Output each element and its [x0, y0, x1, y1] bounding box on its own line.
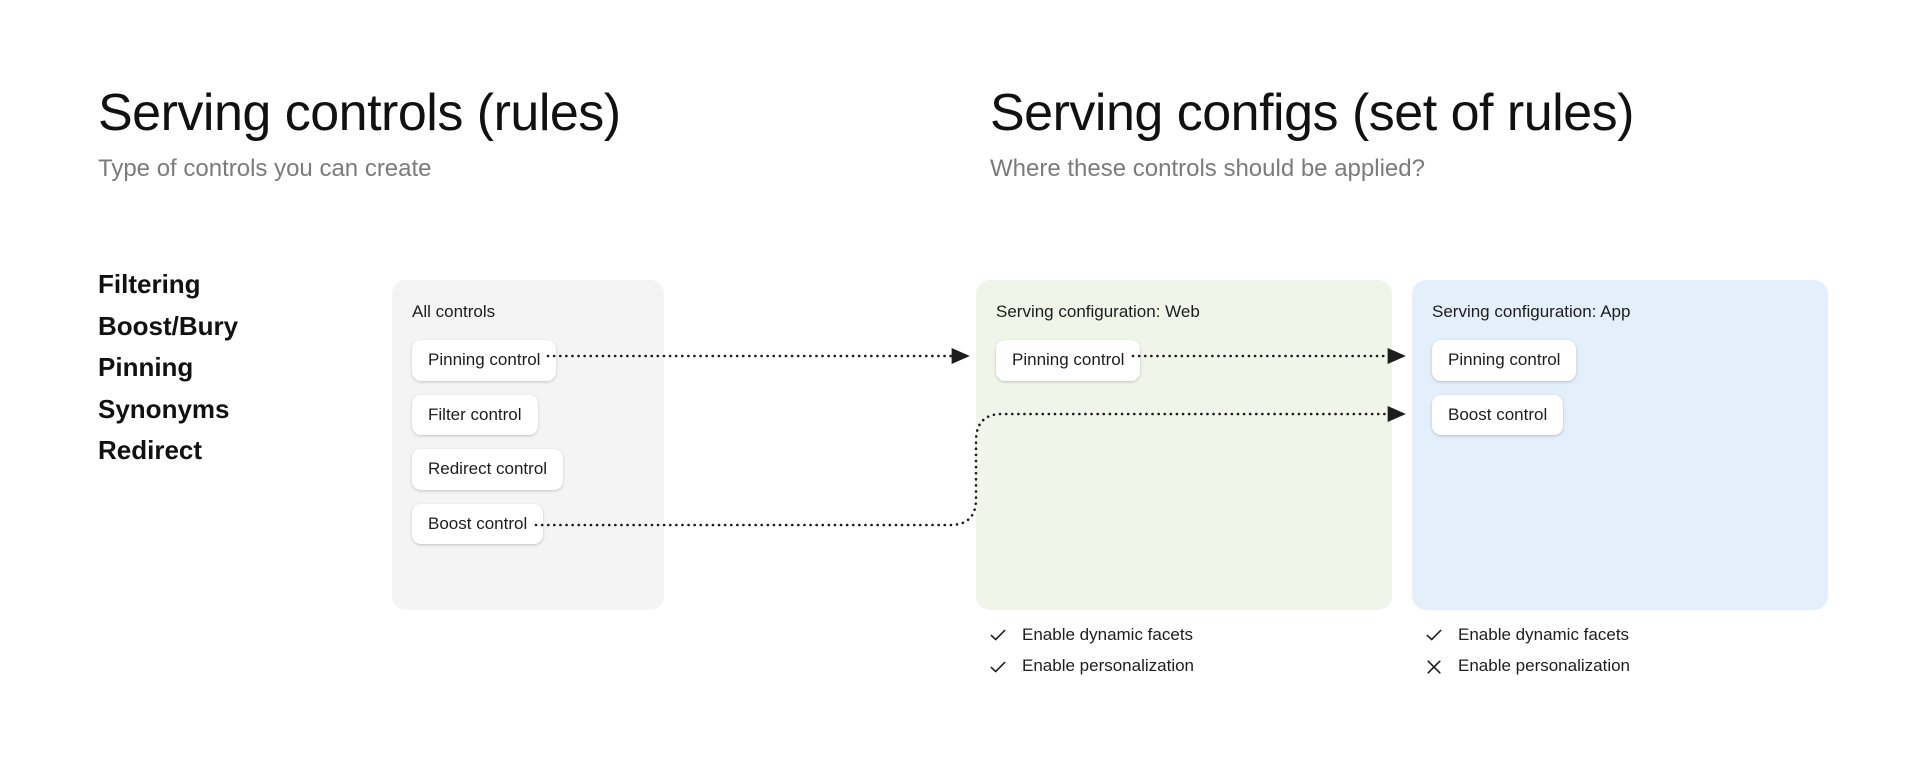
control-type-item-pinning: Pinning: [98, 352, 194, 382]
card-serving-configuration-web: Serving configuration: Web Pinning contr…: [976, 280, 1392, 610]
chip-web-pinning-control[interactable]: Pinning control: [996, 340, 1141, 381]
cross-icon: [1427, 659, 1441, 674]
card-serving-configuration-app: Serving configuration: App Pinning contr…: [1412, 280, 1828, 610]
control-type-item-filtering: Filtering: [98, 269, 201, 299]
setting-label-web-dynamic-facets: Enable dynamic facets: [1022, 625, 1194, 644]
setting-label-app-dynamic-facets: Enable dynamic facets: [1458, 625, 1630, 644]
right-column-title: Serving configs (set of rules): [990, 84, 1634, 142]
check-icon: [990, 661, 1006, 672]
control-type-item-synonyms: Synonyms: [98, 393, 230, 424]
chip-pinning-control[interactable]: Pinning control: [412, 340, 557, 381]
setting-row-web-dynamic-facets[interactable]: Enable dynamic facets: [988, 625, 1194, 645]
settings-list-web: Enable dynamic facets Enable personaliza…: [988, 625, 1194, 677]
setting-row-web-personalization[interactable]: Enable personalization: [988, 656, 1194, 676]
left-column-header: Serving controls (rules) Type of control…: [98, 86, 621, 183]
chip-app-boost-control[interactable]: Boost control: [1432, 394, 1564, 436]
settings-list-app: Enable dynamic facets Enable personaliza…: [1424, 625, 1630, 677]
card-serving-configuration-app-chip-stack: Pinning control Boost control: [1432, 340, 1808, 436]
setting-label-app-personalization: Enable personalization: [1458, 656, 1631, 676]
chip-filter-control[interactable]: Filter control: [412, 394, 538, 436]
check-icon: [1426, 629, 1442, 641]
chip-redirect-control[interactable]: Redirect control: [412, 449, 564, 490]
card-all-controls: All controls Pinning control Filter cont…: [392, 280, 664, 610]
control-type-item-redirect: Redirect: [98, 435, 203, 465]
card-serving-configuration-web-chip-stack: Pinning control: [996, 340, 1372, 381]
card-serving-configuration-app-title: Serving configuration: App: [1432, 302, 1631, 321]
setting-row-app-personalization[interactable]: Enable personalization: [1424, 656, 1630, 676]
card-all-controls-title: All controls: [412, 302, 496, 321]
card-serving-configuration-web-title: Serving configuration: Web: [996, 302, 1200, 321]
right-column-header: Serving configs (set of rules) Where the…: [990, 86, 1634, 183]
control-type-item-boost-bury: Boost/Bury: [98, 310, 239, 341]
control-type-list: Filtering Boost/Bury Pinning Synonyms Re…: [98, 268, 238, 467]
check-icon: [990, 629, 1006, 641]
setting-label-web-personalization: Enable personalization: [1022, 656, 1195, 676]
card-all-controls-chip-stack: Pinning control Filter control Redirect …: [412, 340, 644, 544]
setting-row-app-dynamic-facets[interactable]: Enable dynamic facets: [1424, 625, 1630, 645]
left-column-title: Serving controls (rules): [98, 84, 621, 142]
chip-boost-control[interactable]: Boost control: [412, 503, 544, 544]
chip-app-pinning-control[interactable]: Pinning control: [1432, 340, 1577, 381]
right-column-subtitle: Where these controls should be applied?: [990, 154, 1425, 182]
left-column-subtitle: Type of controls you can create: [98, 154, 432, 182]
